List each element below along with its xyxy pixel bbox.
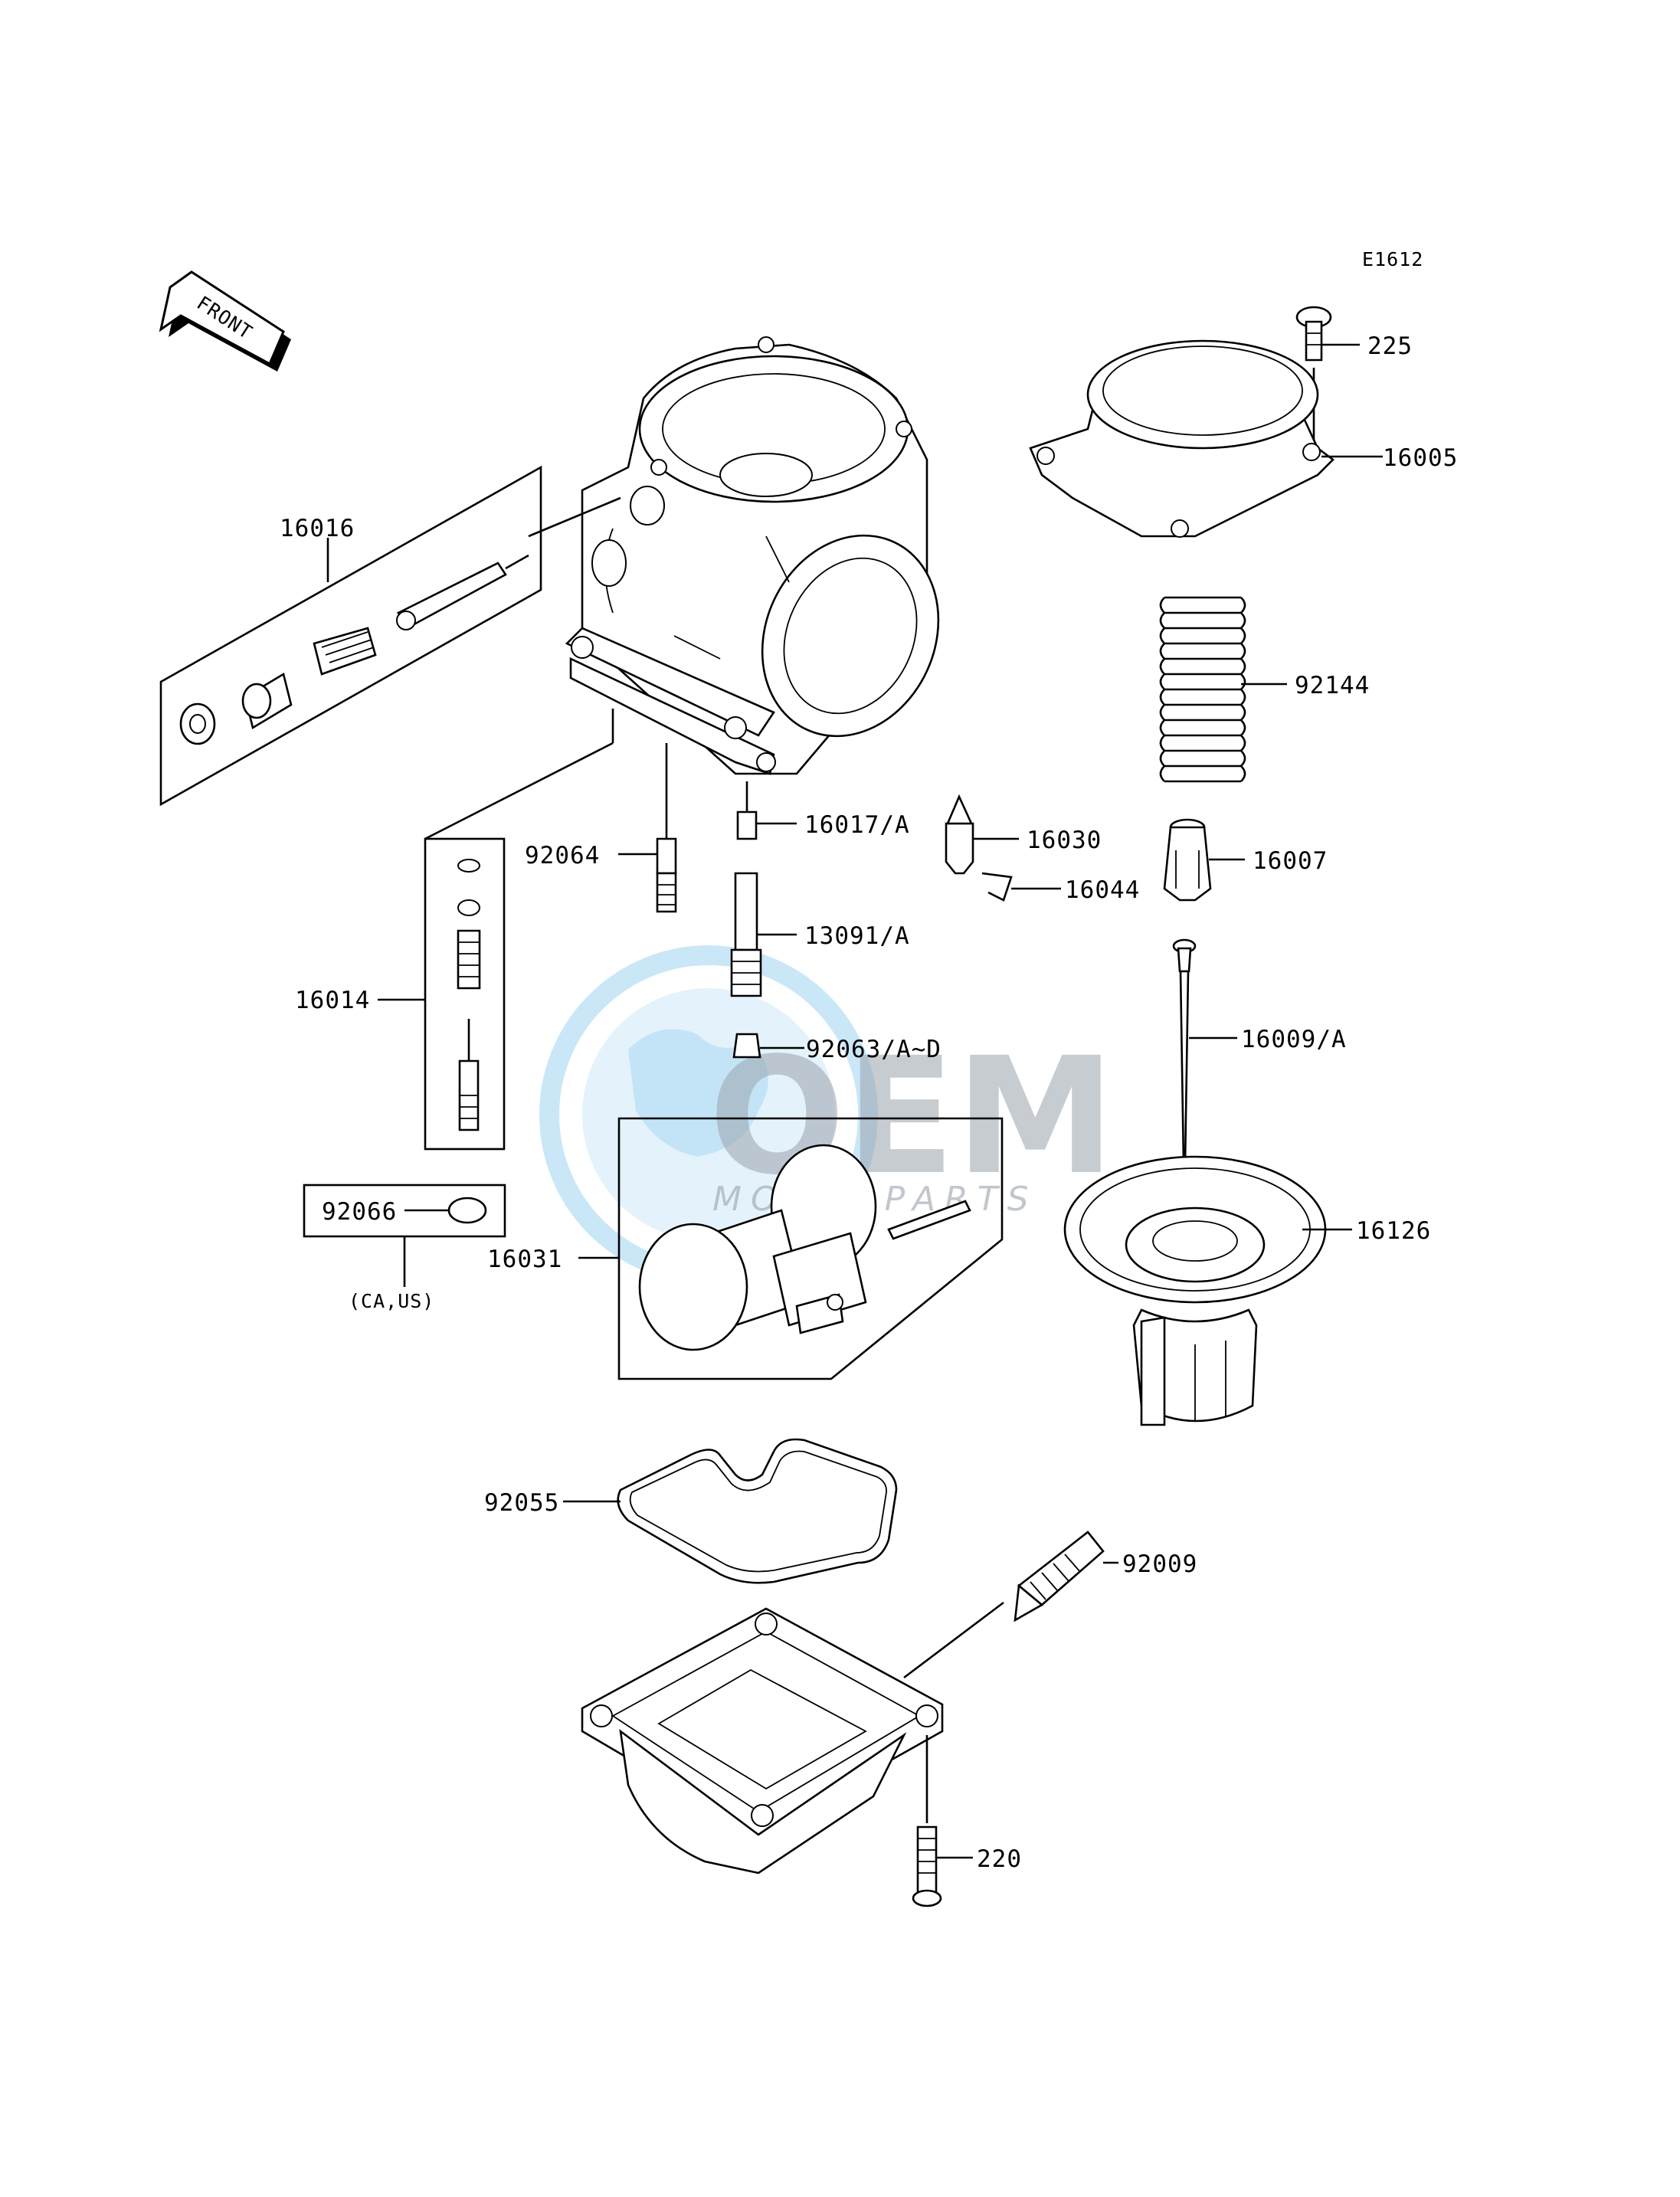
part-16009-jet-needle: 16009/A xyxy=(1172,938,1347,1166)
label-16044: 16044 xyxy=(1065,876,1140,904)
label-92063: 92063/A~D xyxy=(806,1036,942,1063)
part-92064-jet: 92064 xyxy=(525,743,677,913)
label-92055: 92055 xyxy=(484,1489,559,1517)
part-92144-spring: 92144 xyxy=(1159,596,1370,783)
part-16014-needle-set: 16014 xyxy=(295,709,614,1151)
front-arrow-icon: FRONT xyxy=(159,270,291,372)
part-92066-plug: 92066 (CA,US) xyxy=(303,1184,506,1312)
label-16014: 16014 xyxy=(295,987,370,1014)
part-225-screw: 225 xyxy=(1295,306,1413,452)
part-92055-gasket: 92055 xyxy=(484,1438,898,1584)
label-16009: 16009/A xyxy=(1241,1026,1347,1053)
label-225: 225 xyxy=(1367,332,1413,360)
part-16030-float-valve: 16030 xyxy=(945,794,1102,875)
float-bowl xyxy=(581,1607,944,1874)
label-16126: 16126 xyxy=(1356,1217,1431,1245)
label-92064: 92064 xyxy=(525,842,600,869)
label-220: 220 xyxy=(977,1845,1022,1873)
label-16005: 16005 xyxy=(1383,444,1458,472)
part-16017-jet: 16017/A xyxy=(736,781,910,840)
label-16007: 16007 xyxy=(1253,847,1328,875)
carburetor-body xyxy=(565,336,940,775)
label-13091: 13091/A xyxy=(804,922,910,950)
part-16044-clip: 16044 xyxy=(981,872,1140,904)
label-16031: 16031 xyxy=(487,1246,562,1273)
part-16005-top-cover: 16005 xyxy=(1029,339,1458,538)
part-16031-float-set: 16031 xyxy=(487,1117,1004,1380)
label-16030: 16030 xyxy=(1027,827,1102,854)
part-220-screw: 220 xyxy=(912,1825,1022,1907)
part-92063-main-jet: 92063/A~D xyxy=(732,1033,942,1063)
region-note: (CA,US) xyxy=(349,1290,434,1312)
part-13091-needle-jet: 13091/A xyxy=(730,872,910,997)
part-92009-drain-screw: 92009 xyxy=(903,1531,1197,1679)
part-16007-holder: 16007 xyxy=(1163,818,1328,902)
diagram-code: E1612 xyxy=(1362,248,1423,270)
label-92144: 92144 xyxy=(1295,672,1370,699)
label-16016: 16016 xyxy=(280,515,355,542)
part-16126-vacuum-piston: 16126 xyxy=(1063,1155,1431,1426)
label-92066: 92066 xyxy=(322,1198,397,1226)
label-92009: 92009 xyxy=(1122,1550,1197,1578)
label-16017: 16017/A xyxy=(804,811,910,839)
part-16016-pilot-screw-set: 16016 xyxy=(159,465,621,807)
